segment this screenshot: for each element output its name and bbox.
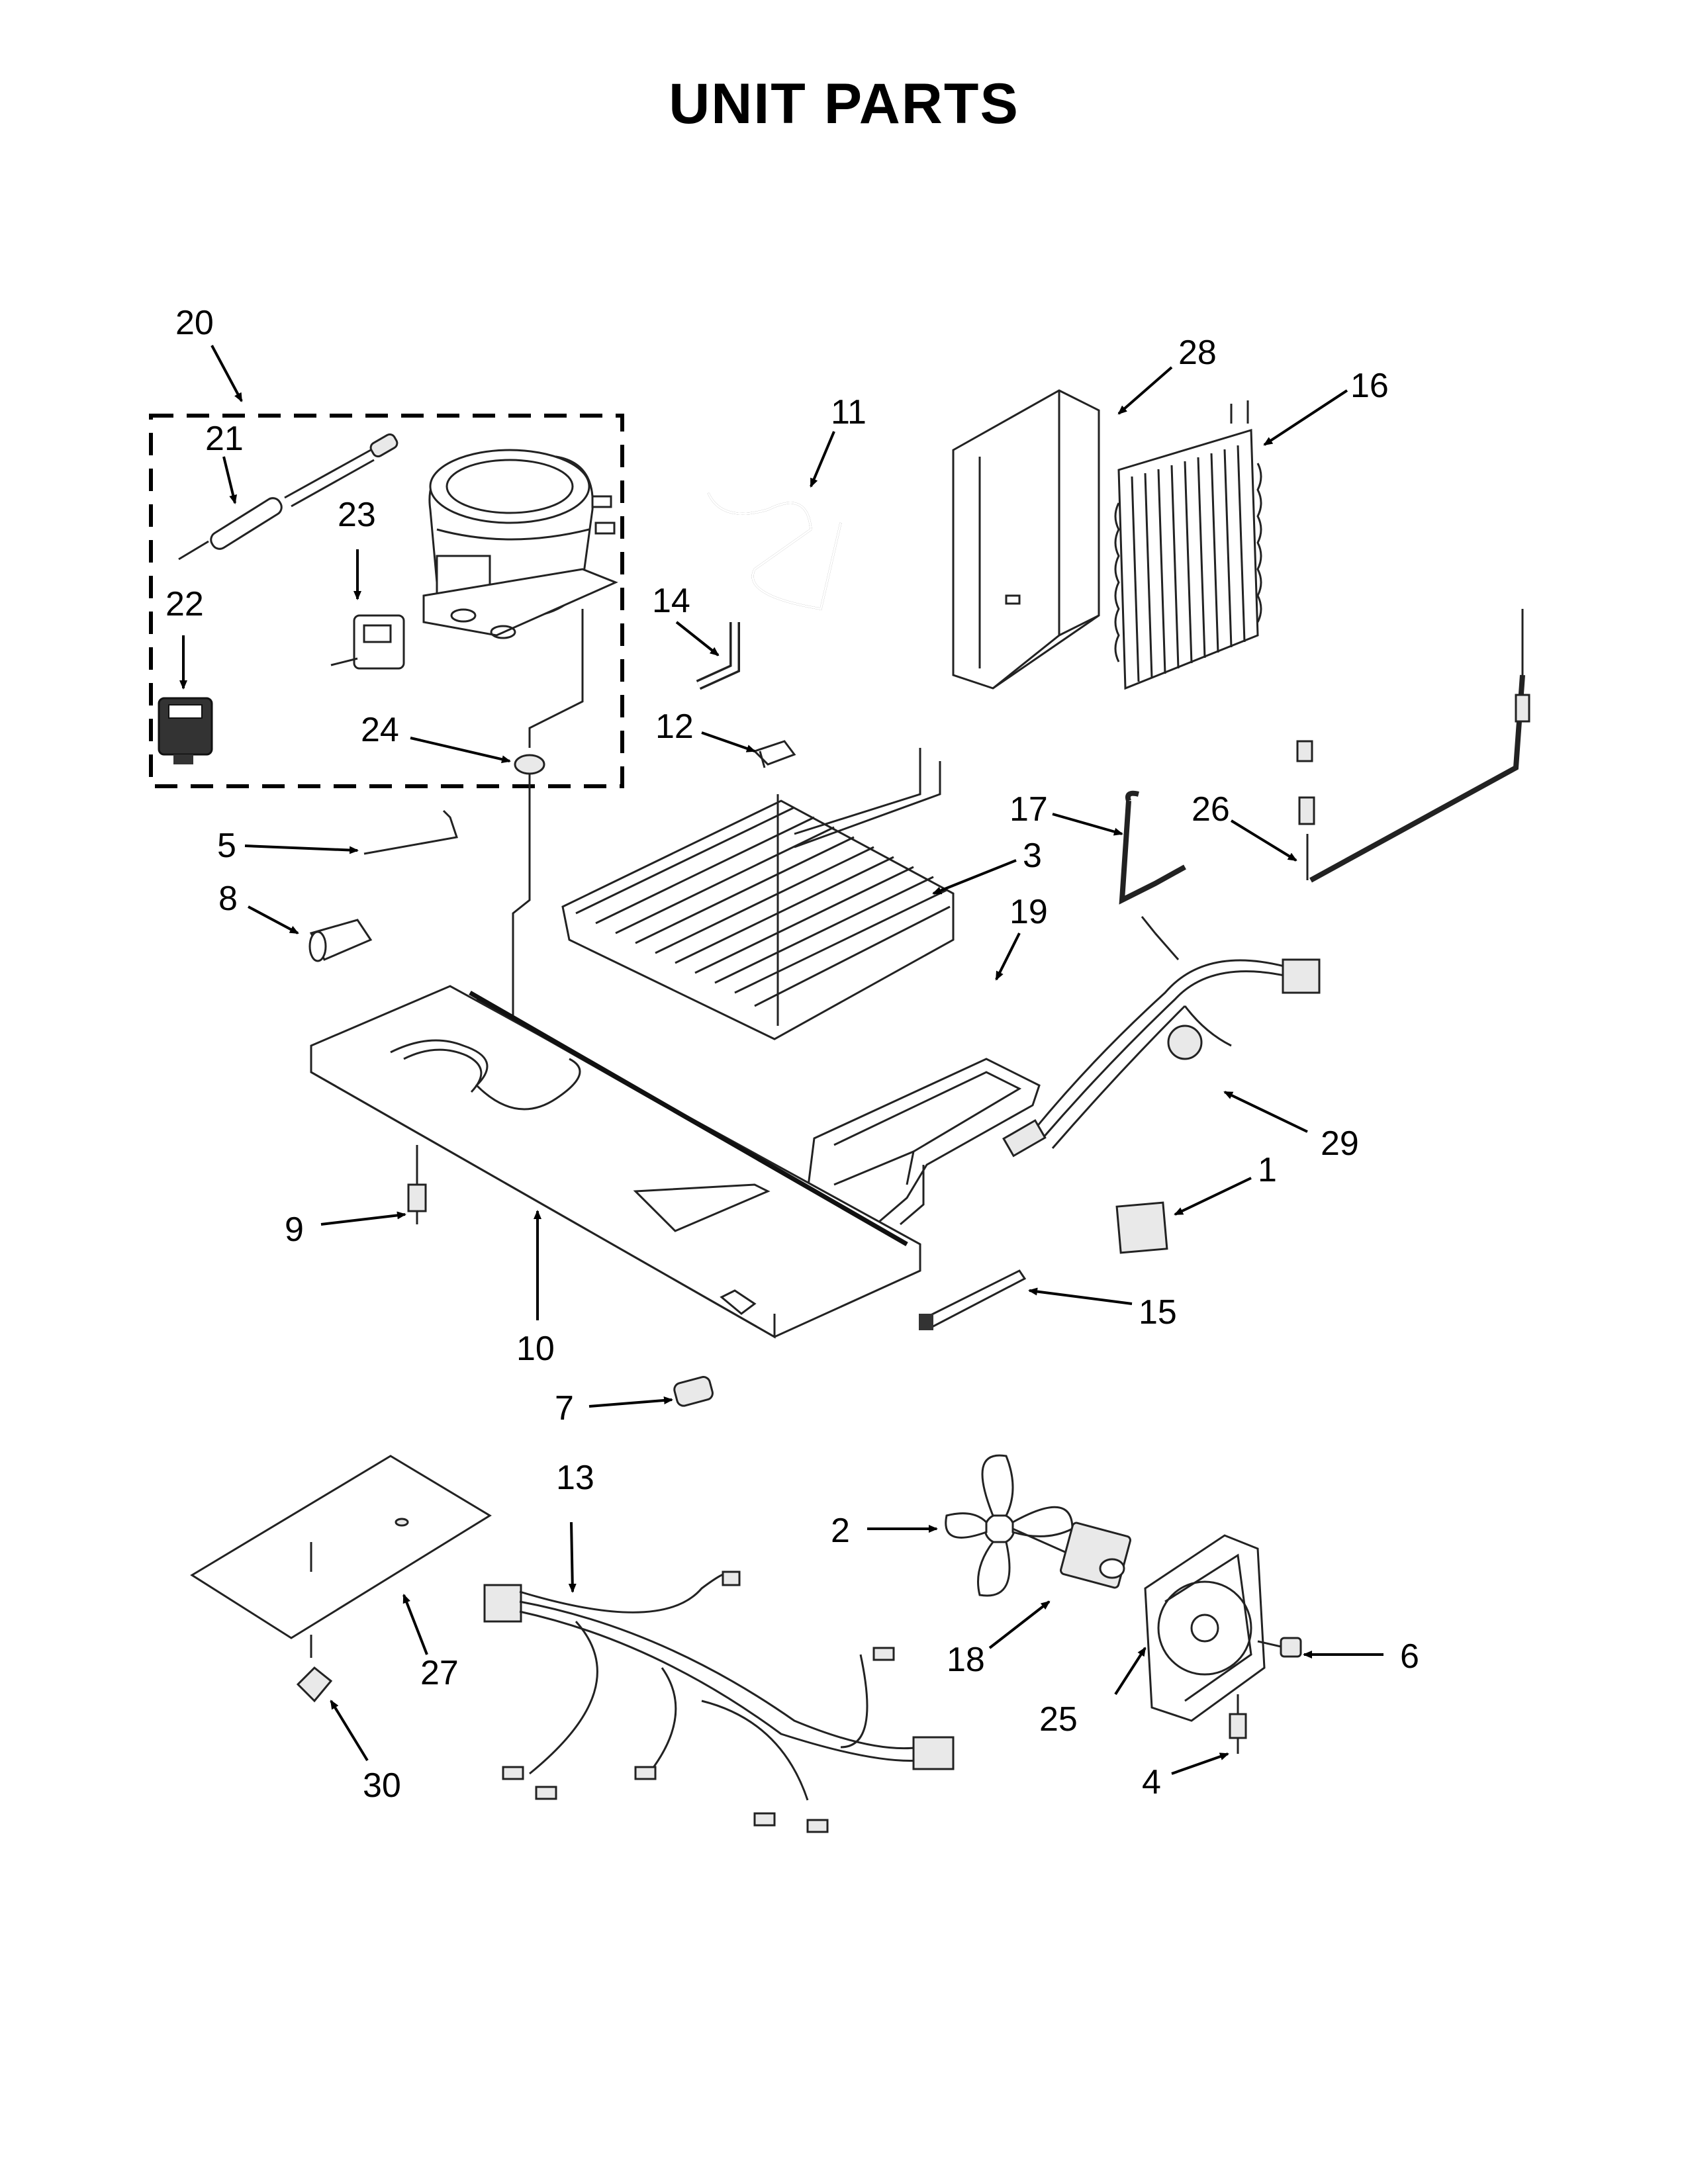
condenser-tube[interactable] [707, 492, 842, 610]
fan-bracket[interactable] [1144, 1534, 1266, 1722]
callout-8: 8 [218, 880, 238, 918]
callout-27: 27 [420, 1654, 459, 1692]
clip-12[interactable] [753, 740, 796, 768]
callout-13: 13 [556, 1459, 594, 1497]
callout-20: 20 [175, 304, 214, 342]
callout-29: 29 [1321, 1124, 1359, 1163]
callout-11: 11 [831, 393, 867, 432]
page-title: UNIT PARTS [669, 72, 1019, 136]
part-7[interactable] [673, 1375, 714, 1407]
callout-17: 17 [1009, 790, 1048, 829]
wire-harness-29[interactable] [1002, 916, 1321, 1158]
screw-4[interactable] [1229, 1694, 1247, 1754]
callout-18: 18 [947, 1641, 985, 1679]
callout-1: 1 [1258, 1151, 1277, 1189]
insulation-pad[interactable] [190, 1455, 492, 1639]
drier[interactable] [178, 432, 399, 561]
screw-6[interactable] [1257, 1637, 1302, 1658]
tie-strap[interactable] [919, 1269, 1027, 1330]
screw-9[interactable] [407, 1145, 427, 1224]
overload-protector[interactable] [330, 614, 405, 670]
callout-2: 2 [831, 1512, 850, 1550]
callout-30: 30 [363, 1766, 401, 1805]
condenser-shroud[interactable] [952, 389, 1100, 690]
start-relay[interactable] [158, 697, 213, 764]
callout-10: 10 [516, 1330, 555, 1368]
callout-22: 22 [165, 585, 204, 623]
sealing-strip [469, 990, 908, 1247]
compressor[interactable] [422, 449, 618, 639]
leader-lines [179, 345, 1383, 1775]
callout-23: 23 [338, 496, 376, 534]
callout-3: 3 [1023, 837, 1042, 875]
callout-labels: 20 21 23 22 24 11 14 12 28 16 5 8 3 17 2… [165, 304, 1419, 1805]
callout-28: 28 [1178, 334, 1217, 372]
callout-6: 6 [1400, 1637, 1419, 1676]
part-8[interactable] [308, 919, 373, 962]
callout-25: 25 [1039, 1700, 1078, 1739]
callout-7: 7 [555, 1389, 574, 1428]
part-1[interactable] [1115, 1201, 1168, 1254]
callout-15: 15 [1139, 1293, 1177, 1332]
callout-4: 4 [1142, 1763, 1161, 1801]
callout-24: 24 [361, 711, 399, 749]
callout-5: 5 [217, 827, 236, 865]
part-30[interactable] [296, 1635, 333, 1703]
callout-12: 12 [655, 707, 694, 746]
evaporator[interactable] [561, 748, 955, 1040]
defrost-heater[interactable] [1296, 609, 1530, 883]
callout-21: 21 [205, 420, 244, 458]
callout-19: 19 [1009, 893, 1048, 931]
callout-14: 14 [652, 582, 690, 620]
tube-14[interactable] [696, 622, 740, 690]
fan-motor[interactable] [1012, 1522, 1131, 1589]
condenser[interactable] [1114, 400, 1262, 690]
tube-17[interactable] [1119, 790, 1186, 905]
tube-5[interactable] [363, 809, 458, 855]
wire-harness-13[interactable] [483, 1570, 955, 1833]
fan-blade[interactable] [945, 1454, 1074, 1597]
callout-26: 26 [1192, 790, 1230, 829]
compressor-kit-box [149, 414, 624, 788]
callout-16: 16 [1350, 367, 1389, 405]
callout-9: 9 [285, 1210, 304, 1249]
